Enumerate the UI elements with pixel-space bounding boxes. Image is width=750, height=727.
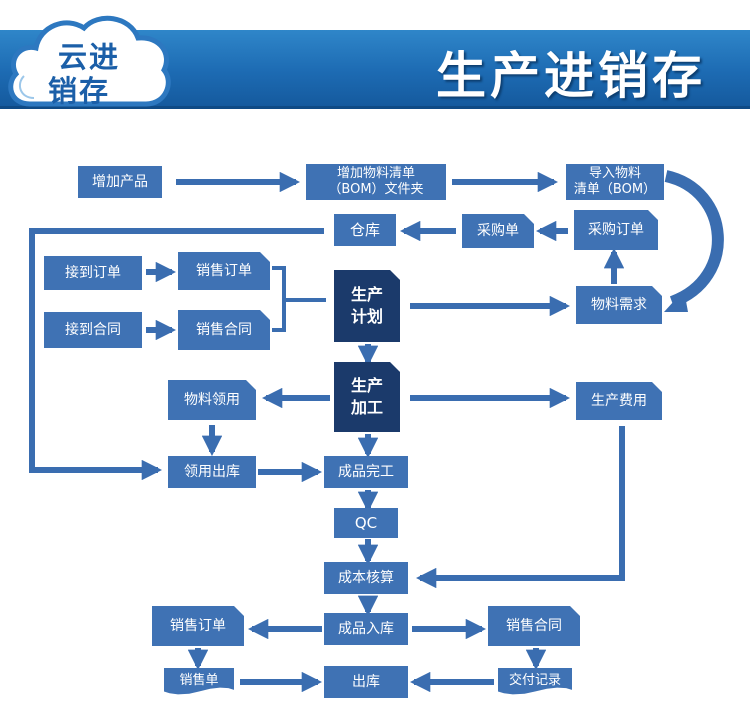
node-product-complete: 成品完工: [324, 456, 408, 488]
node-purchase-order: 采购订单: [574, 210, 658, 250]
node-sales-contract-1: 销售合同: [178, 310, 270, 350]
node-production-process: 生产 加工: [334, 362, 400, 432]
cloud-icon: [8, 15, 171, 107]
logo-text-line2: 销存: [48, 74, 111, 108]
node-cost-accounting: 成本核算: [324, 562, 408, 594]
node-add-product: 增加产品: [78, 166, 162, 198]
node-product-inbound: 成品入库: [324, 613, 408, 645]
node-material-requisition: 物料领用: [168, 380, 256, 420]
node-sales-order-2: 销售订单: [152, 606, 244, 646]
node-import-bom: 导入物料 清单（BOM）: [566, 164, 664, 200]
node-production-cost: 生产费用: [576, 382, 662, 420]
node-warehouse: 仓库: [334, 214, 396, 246]
node-add-bom: 增加物料清单 （BOM）文件夹: [306, 164, 446, 200]
bracket-orders-to-plan: [272, 266, 326, 332]
connector-warehouse-to-issue-out: [29, 228, 324, 481]
node-qc: QC: [334, 508, 398, 538]
node-receive-contract: 接到合同: [44, 312, 142, 348]
logo-text-line1: 云进: [58, 40, 121, 74]
node-receive-order: 接到订单: [44, 256, 142, 290]
node-production-plan: 生产 计划: [334, 270, 400, 342]
node-delivery-record: 交付记录: [498, 668, 572, 695]
page-title: 生产进销存: [436, 47, 706, 105]
node-outbound: 出库: [324, 666, 408, 698]
node-issue-out: 领用出库: [168, 456, 256, 488]
logo-cloud: 云进 销存: [4, 6, 174, 110]
node-material-demand: 物料需求: [576, 286, 662, 324]
curved-arrow-head: [664, 290, 688, 312]
node-purchase-slip: 采购单: [462, 214, 534, 248]
connector-cost-to-accounting: [415, 426, 625, 589]
node-sales-contract-2: 销售合同: [488, 606, 580, 646]
curved-arrow-bom-to-demand: [664, 170, 724, 308]
node-sales-order-1: 销售订单: [178, 252, 270, 290]
